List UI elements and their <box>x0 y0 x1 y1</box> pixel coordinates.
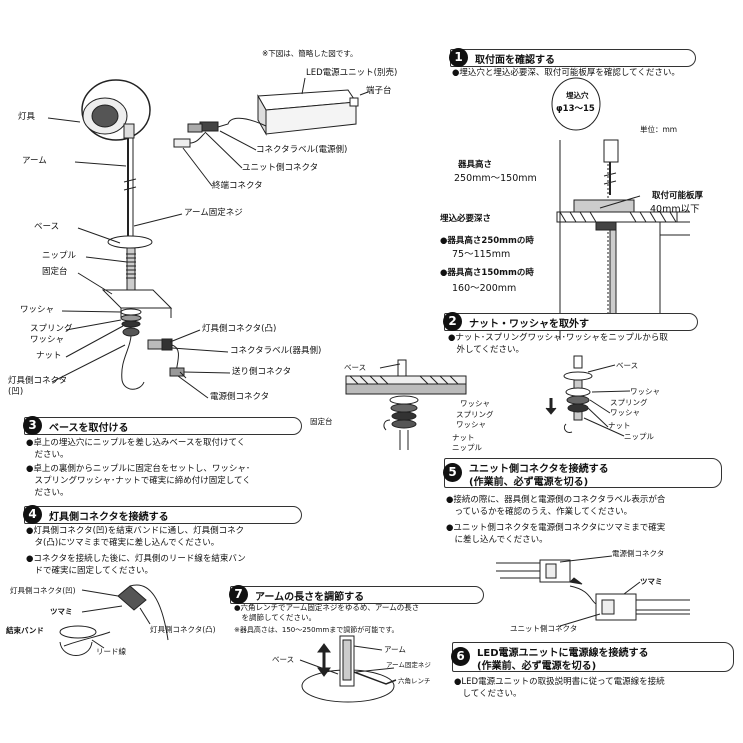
lamp-connector-diagram <box>59 584 169 656</box>
hole-label: 埋込穴 <box>566 91 589 100</box>
nut-label: ナット <box>36 351 62 361</box>
s2-nipple-label: ニップル <box>452 443 482 452</box>
lamp-connector-convex-label: 灯具側コネクタ(凸) <box>202 324 277 334</box>
section-1-text: ●埋込穴と埋込必要深、取付可能板厚を確認してください。 <box>452 68 680 78</box>
fixing-plate-label: 固定台 <box>42 267 68 277</box>
s7-arm-label: アーム <box>384 645 406 654</box>
section-5-subtitle: (作業前、必ず電源を切る) <box>469 477 589 488</box>
arm-label: アーム <box>22 156 47 166</box>
section-6-number: 6 <box>451 647 470 666</box>
depth-250-label: ●器具高さ250mmの時 <box>440 236 534 246</box>
s2-washer-label-2: ワッシャ <box>630 387 660 396</box>
unit-connector-label: ユニット側コネクタ <box>242 163 319 173</box>
s2-spring-label-2: スプリング ワッシャ <box>610 398 648 417</box>
section-3-number: 3 <box>23 416 42 435</box>
base-label: ベース <box>34 222 60 232</box>
section-5-para-1: ●接続の際に、器具側と電源側のコネクタラベル表示が合 っているかを確認のうえ、作… <box>446 495 666 517</box>
mounting-surface-diagram <box>551 77 690 340</box>
section-7-title: アームの長さを調節する <box>255 592 365 603</box>
s5-unit-label: ユニット側コネクタ <box>510 624 578 633</box>
section-7-number: 7 <box>229 585 248 604</box>
hole-value: φ13～15 <box>556 104 595 114</box>
s4-convex-label: 灯具側コネクタ(凸) <box>150 625 216 634</box>
section-5-header: 5 ユニット側コネクタを接続する (作業前、必ず電源を切る) <box>443 458 722 488</box>
connector-label-power-label: コネクタラベル(電源側) <box>256 145 348 155</box>
s4-band-label: 結束バンド <box>6 626 44 635</box>
section-6-para-1: ●LED電源ユニットの取扱説明書に従って電源線を接続 してください。 <box>454 677 665 699</box>
remove-nut-diagram <box>345 355 631 450</box>
height-label: 器具高さ <box>458 160 493 170</box>
end-connector-label: 終端コネクタ <box>212 181 263 191</box>
unit-connector-diagram <box>496 555 690 627</box>
section-4-header: 4 灯具側コネクタを接続する <box>23 505 302 524</box>
section-2-title: ナット・ワッシャを取外す <box>469 319 589 330</box>
section-2-header: 2 ナット・ワッシャを取外す <box>443 312 698 331</box>
s2-spring-label: スプリング ワッシャ <box>456 410 494 429</box>
section-7-note: ※器具高さは、150～250mmまで調節が可能です。 <box>234 626 399 634</box>
s4-concave-label: 灯具側コネクタ(凹) <box>10 586 76 595</box>
section-5-title: ユニット側コネクタを接続する <box>469 464 609 475</box>
section-6-header: 6 LED電源ユニットに電源線を接続する (作業前、必ず電源を切る) <box>451 642 734 672</box>
connector-label-lamp-label: コネクタラベル(器具側) <box>230 346 322 356</box>
section-3-para-2: ●卓上の裏側からニップルに固定台をセットし、ワッシャ･ スプリングワッシャ･ナッ… <box>26 464 251 498</box>
depth-label: 埋込必要深さ <box>440 214 492 224</box>
s7-wrench-label: 六角レンチ <box>398 677 431 685</box>
s2-base-label-2: ベース <box>616 361 639 370</box>
nipple-label: ニップル <box>42 251 77 261</box>
terminal-label: 端子台 <box>366 86 392 96</box>
depth-150-value: 160～200mm <box>452 283 517 294</box>
lamp-label: 灯具 <box>18 112 36 122</box>
height-value: 250mm～150mm <box>454 173 537 184</box>
depth-250-value: 75～115mm <box>452 249 511 260</box>
s2-nut-label-2: ナット <box>608 421 631 430</box>
washer-label: ワッシャ <box>20 305 55 315</box>
s2-washer-label: ワッシャ <box>460 399 490 408</box>
s7-screw-label: アーム固定ネジ <box>386 661 431 669</box>
thickness-value: 40mm以下 <box>650 204 700 215</box>
section-5-para-2: ●ユニット側コネクタを電源側コネクタにツマミまで確実 に差し込んでください。 <box>446 523 666 545</box>
section-6-title: LED電源ユニットに電源線を接続する <box>477 648 649 659</box>
unit-note: 単位：mm <box>640 125 678 134</box>
section-3-title: ベースを取付ける <box>49 423 129 434</box>
section-3-header: 3 ベースを取付ける <box>23 416 302 435</box>
thickness-label: 取付可能板厚 <box>652 191 704 201</box>
led-unit-label: LED電源ユニット(別売) <box>306 68 398 78</box>
section-1-header: 1 取付面を確認する <box>449 48 696 67</box>
s7-base-label: ベース <box>272 655 295 664</box>
section-6-subtitle: (作業前、必ず電源を切る) <box>477 661 597 672</box>
arm-length-diagram <box>299 635 397 703</box>
section-2-number: 2 <box>443 312 462 331</box>
arm-fixing-screw-label: アーム固定ネジ <box>184 208 243 218</box>
section-4-number: 4 <box>23 505 42 524</box>
s5-tsumami-label: ツマミ <box>640 577 663 586</box>
section-5-number: 5 <box>443 463 462 482</box>
s4-lead-label: リード線 <box>96 647 126 656</box>
section-7-para-1: ●六角レンチでアーム固定ネジをゆるめ、アームの長さ を調節してください。 <box>234 603 420 622</box>
s2-fixing-label: 固定台 <box>310 417 333 426</box>
led-unit-illustration <box>173 77 369 187</box>
lamp-illustration <box>47 79 231 399</box>
lamp-connector-concave-label: 灯具側コネクタ (凹) <box>8 376 68 397</box>
s2-nipple-label-2: ニップル <box>624 432 654 441</box>
feed-connector-label: 送り側コネクタ <box>232 367 292 377</box>
power-connector-label: 電源側コネクタ <box>210 392 270 402</box>
section-4-para-2: ●コネクタを接続した後に、灯具側のリード線を結束バン ドで確実に固定してください… <box>26 554 246 576</box>
section-4-title: 灯具側コネクタを接続する <box>49 512 169 523</box>
top-note: ※下図は、簡略した図です。 <box>262 49 358 58</box>
section-7-header: 7 アームの長さを調節する <box>229 585 484 604</box>
section-1-number: 1 <box>449 48 468 67</box>
spring-washer-label: スプリング ワッシャ <box>30 324 73 345</box>
s5-power-label: 電源側コネクタ <box>612 549 665 558</box>
depth-150-label: ●器具高さ150mmの時 <box>440 268 534 278</box>
s2-base-label: ベース <box>344 363 367 372</box>
s2-nut-label: ナット <box>452 433 475 442</box>
s4-tsumami-label: ツマミ <box>50 607 73 616</box>
section-4-para-1: ●灯具側コネクタ(凹)を結束バンドに通し、灯具側コネク タ(凸)にツマミまで確実… <box>26 526 245 548</box>
section-2-text: ●ナット･スプリングワッシャ･ワッシャをニップルから取 外してください。 <box>448 333 668 355</box>
section-1-title: 取付面を確認する <box>475 55 555 66</box>
section-3-para-1: ●卓上の埋込穴にニップルを差し込みベースを取付けてく ださい。 <box>26 438 246 460</box>
